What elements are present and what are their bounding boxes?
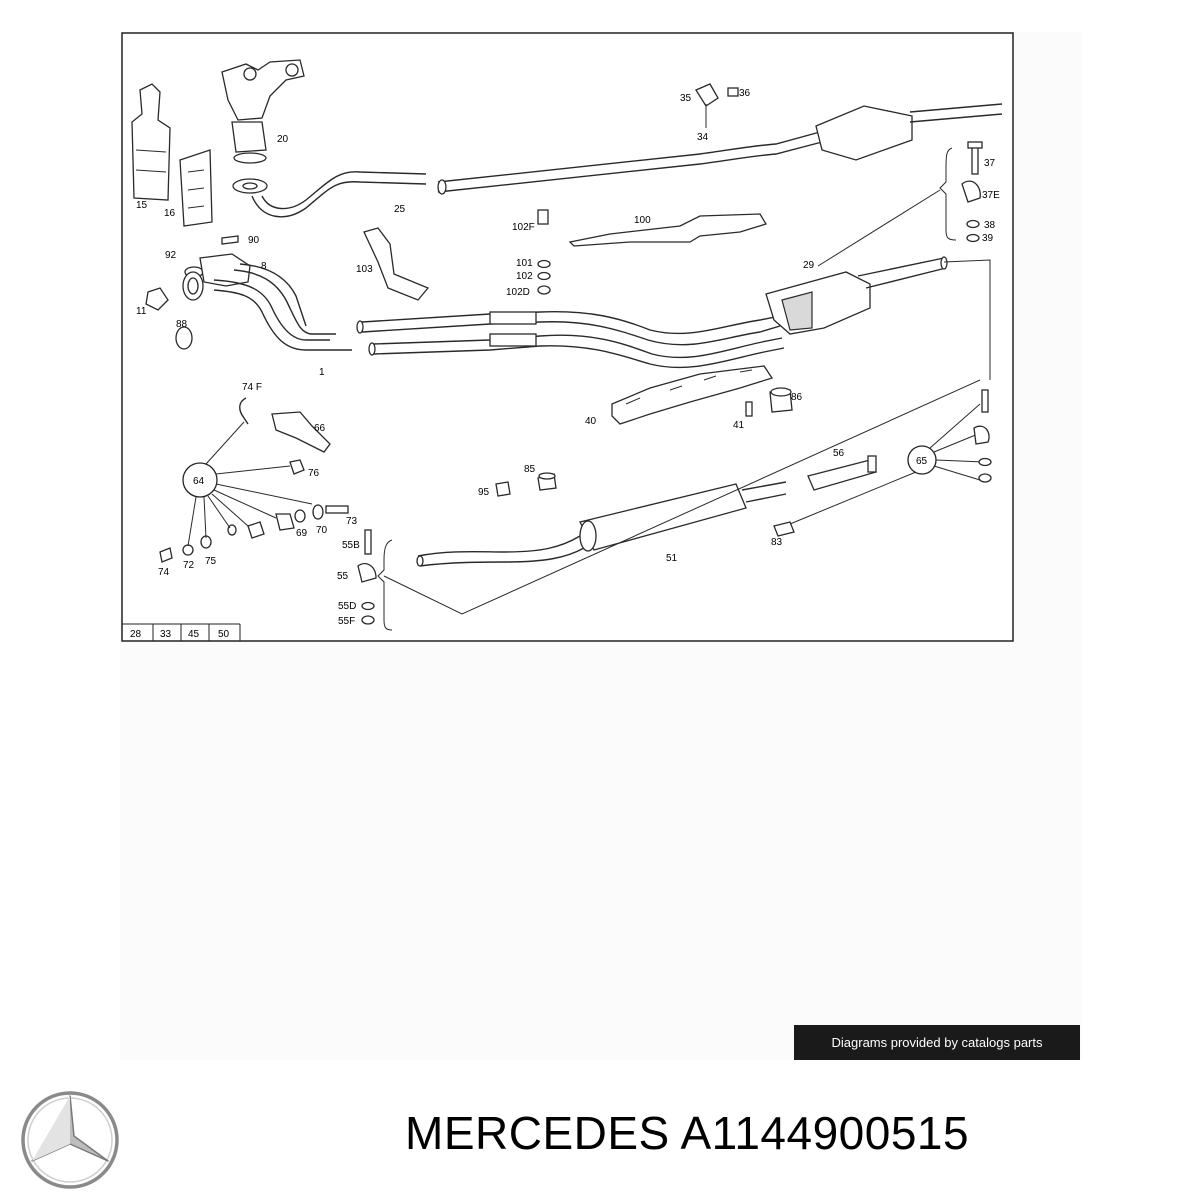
callout-55: 55 xyxy=(337,571,349,582)
callout-41: 41 xyxy=(733,420,745,431)
callout-16: 16 xyxy=(164,208,176,219)
bracket-37-39 xyxy=(939,141,983,243)
callout-101: 101 xyxy=(516,258,533,269)
callout-37: 37 xyxy=(984,158,996,169)
callout-70: 70 xyxy=(316,525,328,536)
brand-name: MERCEDES xyxy=(405,1107,670,1159)
part-number-labels: 15 16 20 25 35 36 34 37 37E 38 39 100 10… xyxy=(136,88,1000,627)
callout-11: 11 xyxy=(136,306,147,317)
callout-51: 51 xyxy=(666,553,678,564)
callout-102: 102 xyxy=(516,271,533,282)
callout-95: 95 xyxy=(478,487,490,498)
callout-36: 36 xyxy=(739,88,751,99)
callout-64: 64 xyxy=(193,476,205,487)
callout-40: 40 xyxy=(585,416,597,427)
callout-15: 15 xyxy=(136,200,148,211)
part-title: MERCEDES A1144900515 xyxy=(405,1106,969,1160)
page-ref-33: 33 xyxy=(160,629,172,640)
page-ref-28: 28 xyxy=(130,629,142,640)
callout-1: 1 xyxy=(319,367,325,378)
page-ref-50: 50 xyxy=(218,629,230,640)
callout-55b: 55B xyxy=(342,540,360,551)
rear-exhaust-assembly xyxy=(159,379,992,631)
heat-shield-100 xyxy=(363,209,767,301)
callout-55f: 55F xyxy=(338,616,355,627)
mercedes-star-icon xyxy=(18,1088,122,1192)
callout-34: 34 xyxy=(697,132,709,143)
callout-39: 39 xyxy=(982,233,994,244)
page-ref-45: 45 xyxy=(188,629,200,640)
callout-73: 73 xyxy=(346,516,358,527)
callout-76: 76 xyxy=(308,468,320,479)
callout-25: 25 xyxy=(394,204,406,215)
diagram-credit-badge: Diagrams provided by catalogs parts xyxy=(794,1025,1080,1060)
title-separator xyxy=(670,1107,681,1159)
page-ref-labels: 28 33 45 50 xyxy=(130,629,230,640)
callout-55d: 55D xyxy=(338,601,356,612)
callout-85: 85 xyxy=(524,464,536,475)
middle-exhaust-assembly xyxy=(145,189,991,380)
callout-74: 74 xyxy=(158,567,170,578)
part-number: A1144900515 xyxy=(680,1107,970,1159)
callout-56: 56 xyxy=(833,448,845,459)
callout-102f: 102F xyxy=(512,222,535,233)
callout-103: 103 xyxy=(356,264,373,275)
page-ref-boxes xyxy=(122,623,241,641)
callout-83: 83 xyxy=(771,537,783,548)
callout-88: 88 xyxy=(176,319,188,330)
callout-92: 92 xyxy=(165,250,177,261)
callout-102d: 102D xyxy=(506,287,530,298)
callout-65: 65 xyxy=(916,456,928,467)
callout-69: 69 xyxy=(296,528,308,539)
callout-72: 72 xyxy=(183,560,195,571)
callout-37e: 37E xyxy=(982,190,1000,201)
top-exhaust-assembly xyxy=(131,59,1003,227)
callout-66: 66 xyxy=(314,423,326,434)
callout-75: 75 xyxy=(205,556,217,567)
callout-29: 29 xyxy=(803,260,815,271)
callout-86: 86 xyxy=(791,392,803,403)
callout-20: 20 xyxy=(277,134,289,145)
callout-100: 100 xyxy=(634,215,651,226)
callout-8: 8 xyxy=(261,261,267,272)
callout-90: 90 xyxy=(248,235,260,246)
callout-35: 35 xyxy=(680,93,692,104)
heat-shield-40 xyxy=(611,365,793,425)
callout-74f: 74 F xyxy=(242,382,262,393)
callout-38: 38 xyxy=(984,220,996,231)
